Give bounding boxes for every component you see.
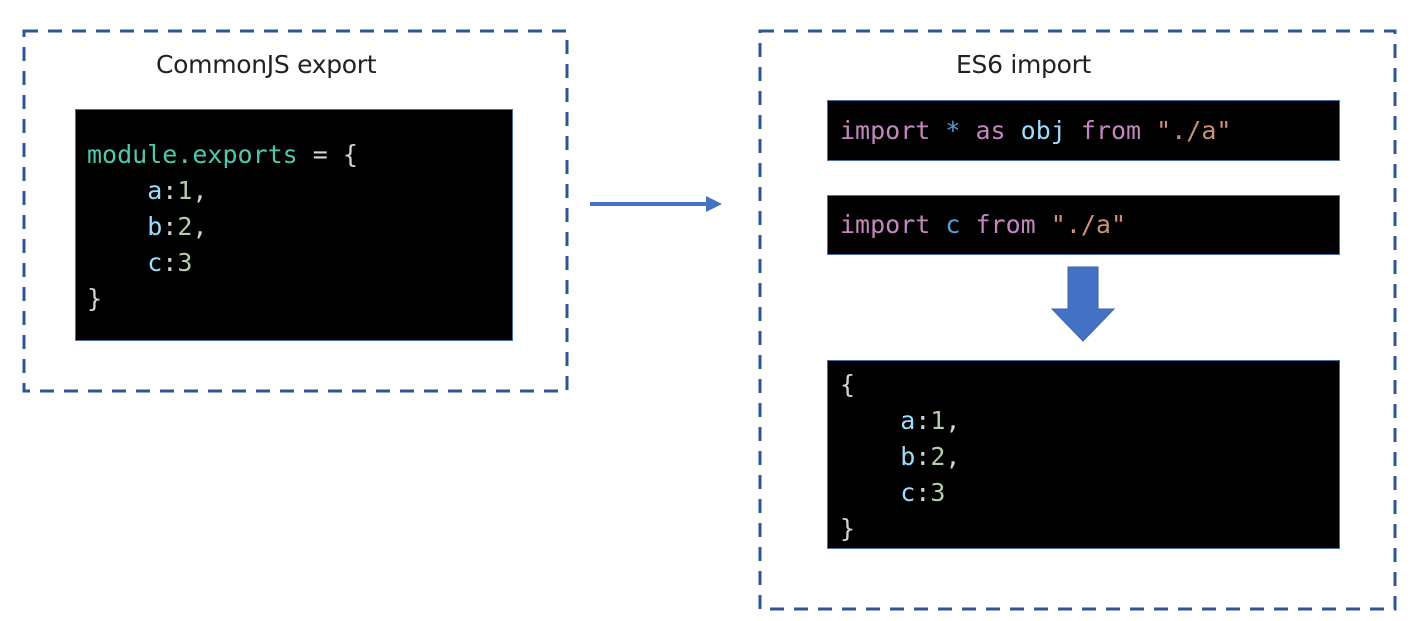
colon: : bbox=[915, 478, 931, 507]
keyword-import: import bbox=[840, 210, 931, 239]
arrow-down-icon bbox=[1050, 266, 1116, 342]
comma: , bbox=[945, 406, 961, 435]
prop-key: a bbox=[147, 176, 163, 205]
result-object-code-block: { a:1, b:2, c:3} bbox=[827, 360, 1340, 549]
module-exports-identifier: module.exports bbox=[87, 140, 298, 169]
indent bbox=[840, 406, 900, 435]
colon: : bbox=[915, 442, 931, 471]
code-line: } bbox=[840, 511, 1339, 547]
keyword-as: as bbox=[975, 116, 1006, 145]
import-namespace-code-block: import * as obj from "./a" bbox=[827, 100, 1340, 161]
indent bbox=[840, 478, 900, 507]
open-brace: { bbox=[840, 370, 856, 399]
binding-name: obj bbox=[1020, 116, 1066, 145]
es6-import-panel: ES6 import bbox=[758, 29, 1397, 611]
indent bbox=[840, 442, 900, 471]
module-source: "./a" bbox=[1050, 210, 1127, 239]
comma: , bbox=[192, 212, 208, 241]
keyword-from: from bbox=[1080, 116, 1142, 145]
prop-value: 1 bbox=[930, 406, 946, 435]
module-source: "./a" bbox=[1156, 116, 1232, 145]
code-line: a:1, bbox=[840, 403, 1339, 439]
commonjs-code-block: module.exports = { a:1, b:2, c:3} bbox=[75, 109, 513, 341]
indent bbox=[87, 176, 147, 205]
colon: : bbox=[915, 406, 931, 435]
close-brace: } bbox=[87, 284, 103, 313]
binding-name: c bbox=[945, 210, 961, 239]
code-line: b:2, bbox=[87, 209, 512, 245]
prop-value: 3 bbox=[177, 248, 193, 277]
code-line: } bbox=[87, 281, 512, 317]
prop-value: 1 bbox=[177, 176, 193, 205]
namespace-star: * bbox=[945, 116, 961, 145]
prop-key: c bbox=[147, 248, 163, 277]
commonjs-export-panel: CommonJS export bbox=[22, 29, 569, 393]
prop-value: 2 bbox=[177, 212, 193, 241]
prop-key: a bbox=[900, 406, 916, 435]
comma: , bbox=[192, 176, 208, 205]
colon: : bbox=[162, 176, 178, 205]
indent bbox=[87, 212, 147, 241]
import-default-code-block: import c from "./a" bbox=[827, 195, 1340, 255]
comma: , bbox=[945, 442, 961, 471]
keyword-from: from bbox=[975, 210, 1036, 239]
dashed-border bbox=[758, 29, 1397, 611]
dashed-border bbox=[22, 29, 569, 393]
panel-title: ES6 import bbox=[956, 50, 1092, 79]
prop-value: 3 bbox=[930, 478, 946, 507]
prop-value: 2 bbox=[930, 442, 946, 471]
keyword-import: import bbox=[840, 116, 931, 145]
prop-key: c bbox=[900, 478, 916, 507]
assign-open-brace: = { bbox=[297, 140, 358, 169]
code-line: { bbox=[840, 367, 1339, 403]
close-brace: } bbox=[840, 514, 856, 543]
prop-key: b bbox=[147, 212, 163, 241]
code-line: c:3 bbox=[840, 475, 1339, 511]
indent bbox=[87, 248, 147, 277]
panel-title: CommonJS export bbox=[156, 50, 377, 79]
prop-key: b bbox=[900, 442, 916, 471]
code-line: b:2, bbox=[840, 439, 1339, 475]
arrow-right-icon bbox=[590, 196, 722, 212]
colon: : bbox=[162, 212, 178, 241]
code-line: module.exports = { bbox=[87, 137, 512, 173]
code-line: a:1, bbox=[87, 173, 512, 209]
colon: : bbox=[162, 248, 178, 277]
code-line: c:3 bbox=[87, 245, 512, 281]
